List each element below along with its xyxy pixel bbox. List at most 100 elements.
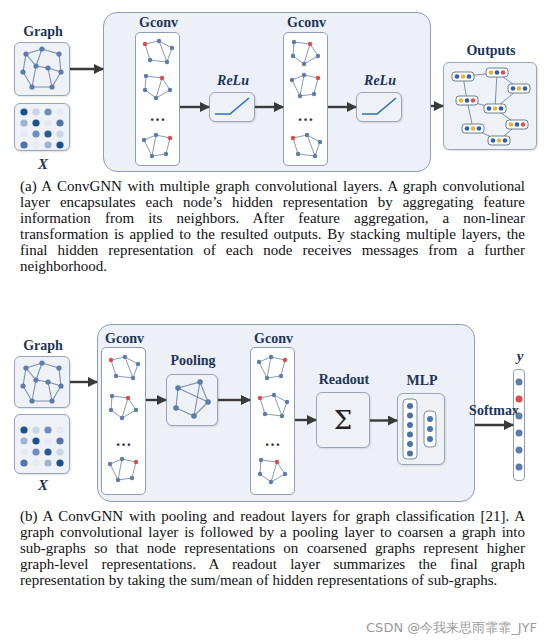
pooling-layer: Pooling (166, 374, 218, 426)
gconv-layer: Gconv… (101, 347, 146, 495)
pooled-graph (176, 382, 208, 416)
output-vector-dots (516, 379, 523, 386)
node-heading: Gconv (87, 331, 162, 347)
node-heading: Graph (5, 338, 81, 354)
node-heading: Gconv (121, 15, 196, 31)
node-heading: Pooling (153, 353, 233, 369)
output-graph (452, 72, 474, 81)
gconv-subgraphs (257, 355, 287, 380)
arrow-connector (146, 399, 166, 401)
feature-matrix-box: X (14, 414, 70, 474)
gconv-subgraphs (109, 394, 138, 420)
sum-symbol: Σ (317, 405, 369, 435)
gconv-layer: Gconv… (283, 32, 328, 166)
mlp-vectors (407, 422, 413, 428)
gconv-subgraphs (109, 355, 140, 380)
output-graph (488, 136, 510, 145)
pooled-graph (205, 399, 211, 405)
relu-activation: ReLu (209, 92, 255, 122)
relu-curve (215, 98, 396, 114)
graph-input-box: Graph (14, 356, 70, 408)
output-vector-dots (516, 447, 523, 454)
output-graph (462, 124, 484, 133)
gconv-subgraphs (143, 39, 174, 64)
input-graphs (20, 360, 63, 403)
mlp-vectors (407, 413, 413, 419)
graph-input-box: Graph (14, 42, 70, 96)
feature-matrices (20, 108, 63, 148)
mlp-vectors (407, 432, 413, 438)
pooled-graph (191, 413, 197, 419)
output-vector-dots (516, 464, 523, 471)
output-vector-dots (516, 413, 523, 420)
node-heading: Outputs (434, 43, 545, 59)
ellipsis: … (102, 434, 145, 448)
arrow-connector (218, 399, 250, 401)
pooled-graph (175, 385, 181, 391)
output-vector-dots (516, 430, 523, 437)
pooled-graph (173, 405, 179, 411)
mlp-vectors (407, 441, 413, 447)
output-graph (484, 104, 506, 113)
gconv-subgraphs (291, 133, 322, 158)
gconv-subgraphs (142, 133, 172, 158)
figure-caption: (b) A ConvGNN with pooling and readout l… (20, 508, 525, 588)
edge-label: Softmax (454, 403, 534, 419)
mlp-vectors (427, 416, 433, 422)
convgnn-panel: Gconv…PoolingGconv…ReadoutΣMLP (97, 324, 475, 502)
ellipsis: … (284, 109, 327, 123)
gconv-subgraphs (291, 40, 320, 66)
mlp-layer: MLP (397, 393, 445, 465)
figure-caption: (a) A ConvGNN with multiple graph convol… (20, 178, 525, 274)
ellipsis: … (251, 434, 294, 448)
arrow-connector (70, 381, 97, 383)
gconv-subgraphs (258, 458, 287, 484)
output-vector: y (513, 369, 525, 481)
output-graph (486, 68, 508, 77)
arrow-connector (295, 419, 316, 421)
variable-label: X (5, 477, 81, 493)
arrow-connector (431, 105, 443, 107)
gconv-subgraphs (258, 393, 289, 418)
node-heading: Readout (301, 372, 387, 388)
mlp-vectors (427, 436, 433, 442)
output-graph (508, 84, 530, 93)
relu-activation: ReLu (356, 92, 402, 122)
relu-curve (215, 98, 249, 114)
arrow-connector (475, 424, 513, 426)
mlp-vectors (403, 399, 417, 459)
node-heading: MLP (388, 373, 456, 389)
arrow-connector (180, 106, 209, 108)
node-heading: Graph (5, 24, 81, 40)
ellipsis: … (136, 109, 179, 123)
output-graph (452, 68, 530, 145)
mlp-vectors (427, 426, 433, 432)
gconv-layer: Gconv… (250, 347, 295, 495)
feature-matrices (20, 108, 63, 466)
arrow-connector (70, 68, 103, 70)
pooled-graph (197, 379, 203, 385)
input-graphs (20, 46, 63, 403)
output-vector-dots (516, 379, 523, 471)
outputs-box: Outputs (443, 62, 537, 150)
convgnn-panel: Gconv…ReLuGconv…ReLu (103, 12, 431, 172)
gconv-subgraphs (143, 74, 172, 100)
watermark: CSDN @今我来思雨霏霏_JYF (250, 620, 537, 636)
variable-label: X (5, 156, 81, 172)
gconv-subgraphs (108, 39, 322, 484)
mlp-vectors (403, 399, 436, 459)
gconv-layer: Gconv… (135, 32, 180, 166)
relu-curve (362, 98, 396, 114)
output-graph (506, 120, 528, 129)
node-heading: Gconv (236, 331, 311, 347)
feature-matrices (20, 426, 63, 466)
feature-matrix-box: X (14, 103, 70, 151)
readout-layer: ReadoutΣ (316, 392, 370, 448)
gconv-subgraphs (108, 457, 138, 482)
output-vector-dots (516, 396, 523, 403)
arrow-connector (255, 106, 283, 108)
arrow-connector (328, 106, 356, 108)
activation-label: ReLu (200, 73, 266, 89)
mlp-vectors (424, 411, 436, 447)
